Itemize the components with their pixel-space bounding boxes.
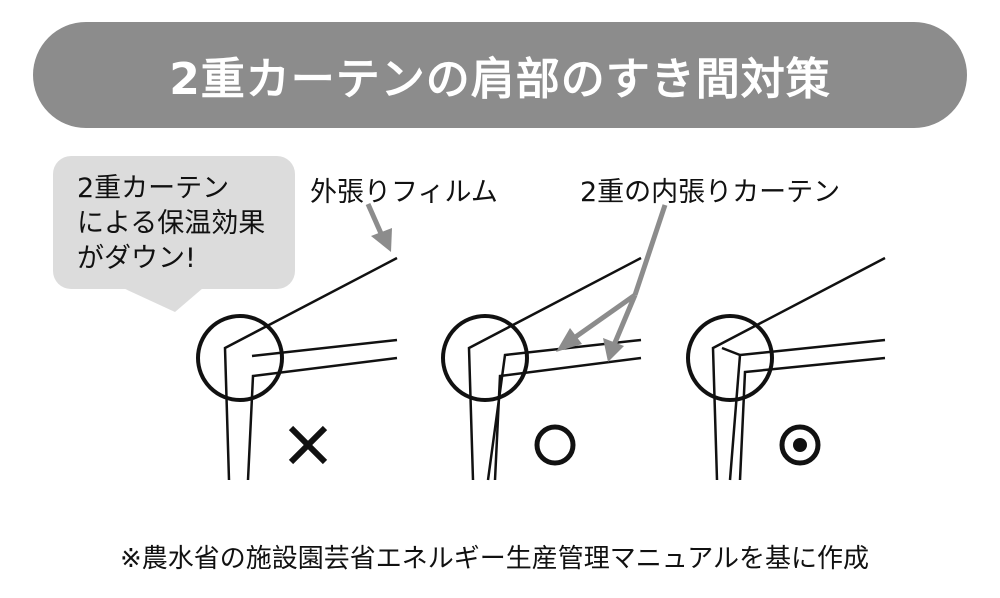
bubble-line-3: がダウン! (77, 243, 196, 274)
bubble-tail (110, 282, 210, 312)
panel-2-inner-curtain-top (486, 338, 642, 481)
circle-icon (534, 424, 576, 466)
panel-3-inner-curtain-bottom (738, 356, 886, 481)
panel-3-shoulder-circle (686, 314, 774, 402)
panel-1-diagram (196, 256, 398, 481)
bubble-line-1: 2重カーテン (77, 173, 230, 204)
panel-2-shoulder-circle (441, 314, 529, 402)
speech-bubble-text: 2重カーテン による保温効果 がダウン! (77, 171, 297, 276)
bubble-line-2: による保温効果 (77, 208, 266, 239)
source-footnote: ※農水省の施設園芸省エネルギー生産管理マニュアルを基に作成 (120, 544, 870, 574)
arrow-inner-curtain (556, 204, 668, 362)
panel-2-diagram (441, 256, 642, 481)
panel-1-inner-curtain-bottom (246, 356, 398, 481)
page-title: 2重カーテンの肩部のすき間対策 (169, 54, 831, 105)
panel-1-outer-film (223, 256, 398, 481)
panel-3-outer-film (711, 256, 886, 481)
arrow-outer-film (365, 202, 392, 252)
outer-film-label: 外張りフィルム (310, 177, 498, 208)
panel-2-inner-curtain-bottom (493, 356, 642, 481)
double-circle-icon (779, 424, 821, 466)
cross-icon (288, 425, 328, 465)
panel-3-seal-edge (721, 346, 741, 357)
panel-3-diagram (686, 256, 886, 481)
speech-bubble (53, 156, 295, 289)
panel-2-outer-film (467, 256, 642, 481)
inner-curtain-label: 2重の内張りカーテン (580, 177, 841, 208)
panel-1-inner-curtain-top (251, 338, 398, 358)
title-bar: 2重カーテンの肩部のすき間対策 (33, 22, 967, 128)
panel-1-shoulder-circle (196, 314, 284, 402)
